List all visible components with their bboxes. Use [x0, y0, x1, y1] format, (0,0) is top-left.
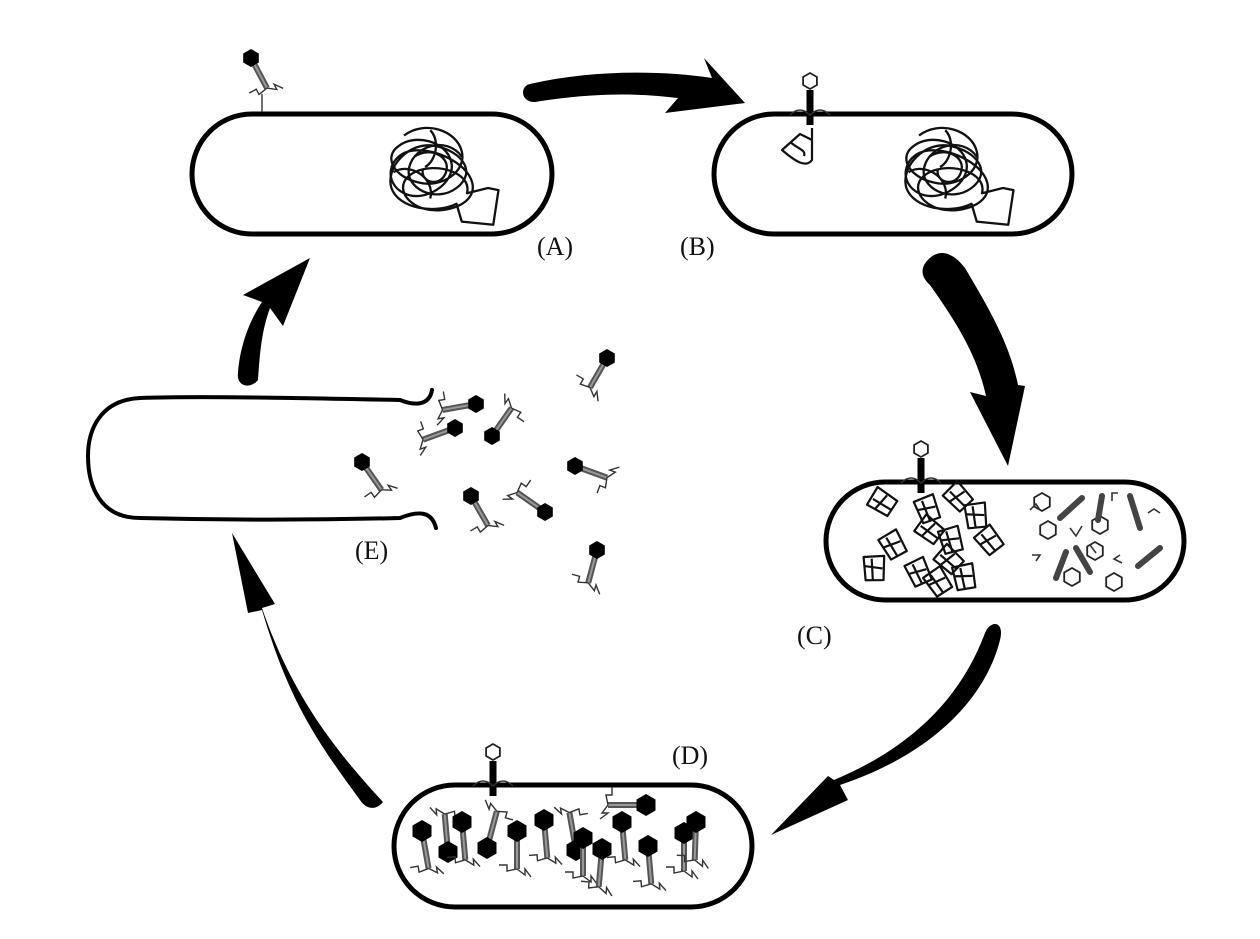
tail-part [1053, 549, 1069, 581]
capsid-part [1039, 519, 1057, 541]
capsid-part [1063, 566, 1081, 588]
tail-part [1095, 493, 1105, 523]
fiber-part [1089, 544, 1097, 554]
released-phages [354, 349, 620, 595]
attaching-phage-icon [243, 49, 284, 112]
assembled-phage-icon [606, 811, 641, 868]
tail-part [1073, 545, 1093, 575]
injecting-phage-icon [789, 71, 831, 125]
arrow-d-to-e [232, 533, 383, 808]
released-phage-icon [354, 453, 398, 499]
assembled-phage-icon [528, 809, 563, 866]
arrow-c-to-d [771, 623, 1002, 835]
arrow-b-to-c [922, 252, 1025, 466]
fiber-part [1111, 492, 1118, 501]
tail-part [1057, 495, 1085, 521]
phage-components [1029, 491, 1163, 593]
released-phage-icon [484, 393, 525, 445]
capsid-part [1033, 491, 1051, 513]
fiber-part [1029, 502, 1041, 511]
capsid-part [1091, 514, 1109, 536]
lysed-cell [86, 388, 438, 530]
cycle-arrows [232, 58, 1025, 835]
arrow-e-to-a [237, 258, 310, 386]
stage-label-c: (C) [797, 621, 832, 650]
released-phage-icon [502, 479, 553, 521]
assembled-phage-icon [477, 799, 514, 859]
assembled-phage-icon [499, 820, 532, 878]
capsid-part [1086, 540, 1104, 562]
tail-fibers [900, 477, 942, 484]
fiber-part [1069, 525, 1083, 538]
stage-label-b: (B) [680, 232, 715, 261]
stage-b: (B) [680, 71, 1075, 261]
assembled-phage-icon [446, 811, 481, 868]
stage-label-d: (D) [672, 741, 708, 770]
assembled-phage-icon [565, 827, 598, 885]
empty-capsid-icon [485, 742, 501, 762]
released-phage-icon [416, 419, 463, 456]
tail-part [1135, 545, 1163, 569]
stage-c: (C) [797, 439, 1187, 650]
fiber-part [1147, 508, 1161, 514]
assembled-phage-icon [676, 811, 709, 869]
assembled-phage-icon [410, 820, 445, 875]
capsid-part [1105, 571, 1123, 593]
assembled-phage-icon [599, 787, 656, 820]
stage-d: (D) [391, 741, 755, 910]
released-phage-icon [436, 391, 484, 426]
released-phage-icon [571, 541, 605, 595]
fiber-part [1032, 554, 1042, 562]
stage-e: (E) [86, 349, 620, 595]
assembled-phage-icon [666, 822, 699, 880]
empty-phage-icon [900, 439, 942, 493]
fiber-part [1112, 554, 1123, 564]
released-phage-icon [567, 457, 620, 494]
arrow-a-to-b [523, 58, 745, 113]
injected-phage-dna [780, 128, 814, 165]
empty-phage-icon [472, 742, 514, 796]
attaching-phage-icon [243, 49, 284, 96]
tail-fibers [789, 109, 831, 116]
assembled-phage-icon [632, 835, 667, 892]
empty-capsid-icon [802, 71, 818, 91]
tail-fibers [472, 780, 514, 787]
released-phage-icon [576, 349, 615, 402]
empty-capsid-icon [913, 439, 929, 459]
stage-a: (A) [189, 49, 573, 261]
tail-part [1127, 493, 1143, 531]
assembled-phages [410, 787, 709, 897]
stage-label-e: (E) [355, 536, 388, 565]
bacterial-cell-a [189, 111, 555, 237]
stage-label-a: (A) [537, 232, 573, 261]
bacterial-cell-b [711, 111, 1075, 237]
assembled-phage-icon [581, 838, 613, 897]
released-phage-icon [463, 487, 505, 534]
